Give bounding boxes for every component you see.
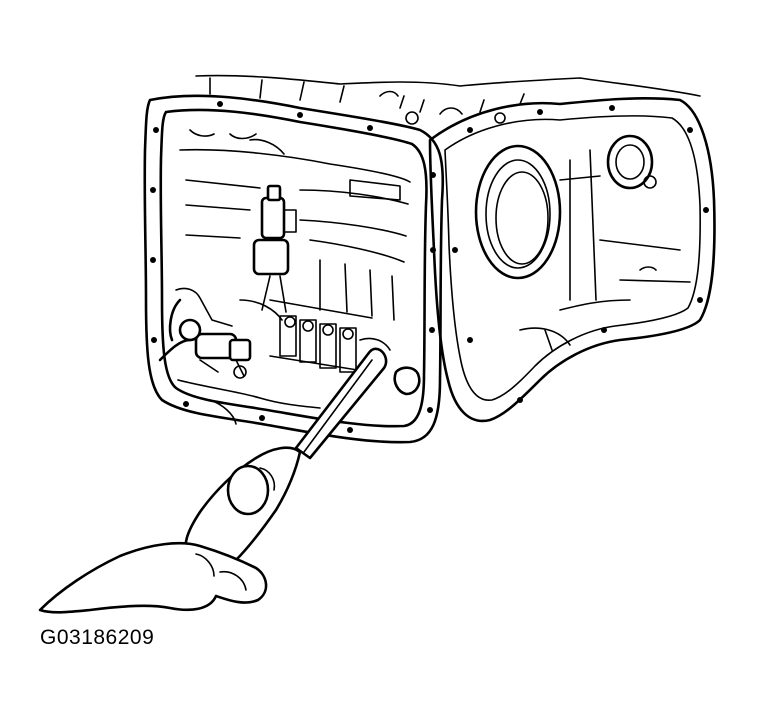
- oil-pan-flange: [143, 94, 445, 444]
- case-rear-section: [428, 97, 716, 423]
- screwdriver-tool: [294, 347, 388, 460]
- hand: [38, 446, 302, 614]
- valve-body: [158, 129, 421, 425]
- case-top-details: [195, 74, 701, 125]
- figure-code: G03186209: [40, 626, 155, 649]
